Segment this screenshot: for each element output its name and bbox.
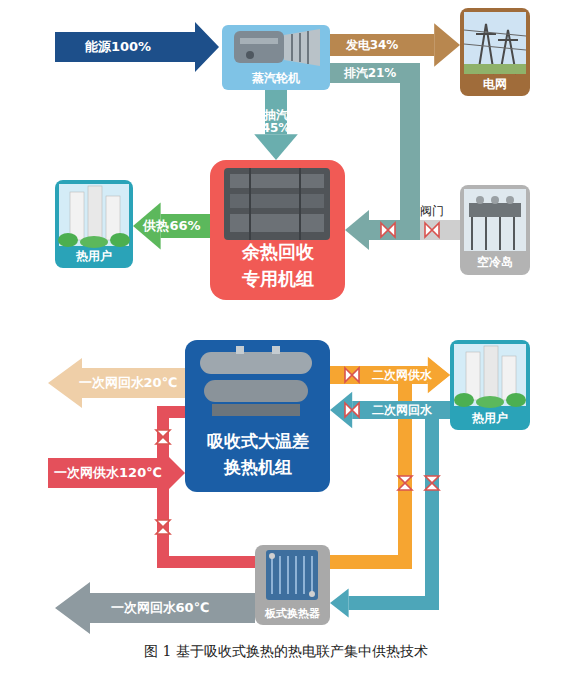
arrow-head bbox=[254, 134, 298, 160]
turbine-illustration bbox=[234, 29, 320, 66]
arrow-shaft bbox=[330, 366, 428, 384]
arrow-shaft bbox=[330, 34, 434, 56]
flow-arrow bbox=[330, 73, 460, 230]
node-label: 板式换热器 bbox=[257, 606, 329, 623]
flow-arrow bbox=[330, 357, 450, 393]
arrow-shaft bbox=[352, 401, 450, 419]
plate-exchanger-illustration bbox=[266, 550, 318, 600]
return-arrow bbox=[55, 582, 255, 634]
arrow-head bbox=[434, 23, 460, 67]
energy-arrow bbox=[55, 22, 219, 72]
cooling-tower-illustration bbox=[464, 189, 526, 251]
equipment-box: 蒸汽轮机 bbox=[222, 25, 330, 90]
node-label: 电网 bbox=[462, 75, 528, 93]
arrow-head bbox=[428, 357, 450, 393]
return-arrow bbox=[48, 358, 185, 408]
flow-arrow bbox=[133, 202, 210, 249]
building-illustration bbox=[58, 184, 130, 248]
valve-symbol bbox=[345, 368, 359, 382]
absorption-unit-illustration bbox=[200, 346, 312, 416]
arrow-head bbox=[133, 202, 161, 249]
valve-symbol bbox=[425, 476, 439, 490]
equipment-box: 热用户 bbox=[55, 180, 133, 268]
equipment-box: 余热回收 专用机组 bbox=[210, 160, 345, 300]
arrow-head bbox=[330, 588, 349, 617]
arrow-shaft bbox=[349, 410, 450, 603]
building-illustration bbox=[454, 344, 526, 408]
flow-arrow bbox=[254, 90, 298, 160]
equipment-box: 电网 bbox=[460, 8, 530, 96]
flow-label: 阀门 bbox=[420, 203, 444, 220]
node-label: 余热回收 专用机组 bbox=[238, 238, 318, 292]
node-label: 热用户 bbox=[57, 247, 131, 265]
flow-arrow bbox=[330, 23, 460, 67]
equipment-box: 吸收式大温差 换热机组 bbox=[185, 340, 330, 492]
equipment-box: 空冷岛 bbox=[460, 185, 530, 275]
node-label: 空冷岛 bbox=[462, 253, 528, 271]
flow-arrow bbox=[330, 410, 450, 618]
valve-symbol bbox=[425, 223, 439, 237]
grid-illustration bbox=[464, 12, 526, 74]
arrow-shaft bbox=[161, 214, 210, 238]
valve-symbol bbox=[381, 223, 395, 237]
figure-caption: 图 1 基于吸收式换热的热电联产集中供热技术 bbox=[0, 643, 572, 661]
valve-group bbox=[156, 223, 439, 534]
valve-symbol bbox=[398, 476, 412, 490]
node-label: 热用户 bbox=[452, 409, 528, 427]
arrow-shaft bbox=[265, 90, 287, 134]
flow-arrow bbox=[330, 392, 450, 428]
valve-symbol bbox=[156, 520, 170, 534]
valve-symbol bbox=[156, 430, 170, 444]
arrow-shaft bbox=[330, 73, 460, 230]
equipment-box: 热用户 bbox=[450, 340, 530, 430]
valve-symbol bbox=[345, 403, 359, 417]
equipment-box: 板式换热器 bbox=[255, 545, 330, 625]
arrow-head bbox=[345, 210, 369, 250]
node-label: 吸收式大温差 换热机组 bbox=[203, 429, 313, 480]
edge-layer bbox=[133, 23, 460, 617]
node-label: 蒸汽轮机 bbox=[226, 69, 326, 87]
machine-illustration bbox=[224, 168, 330, 240]
